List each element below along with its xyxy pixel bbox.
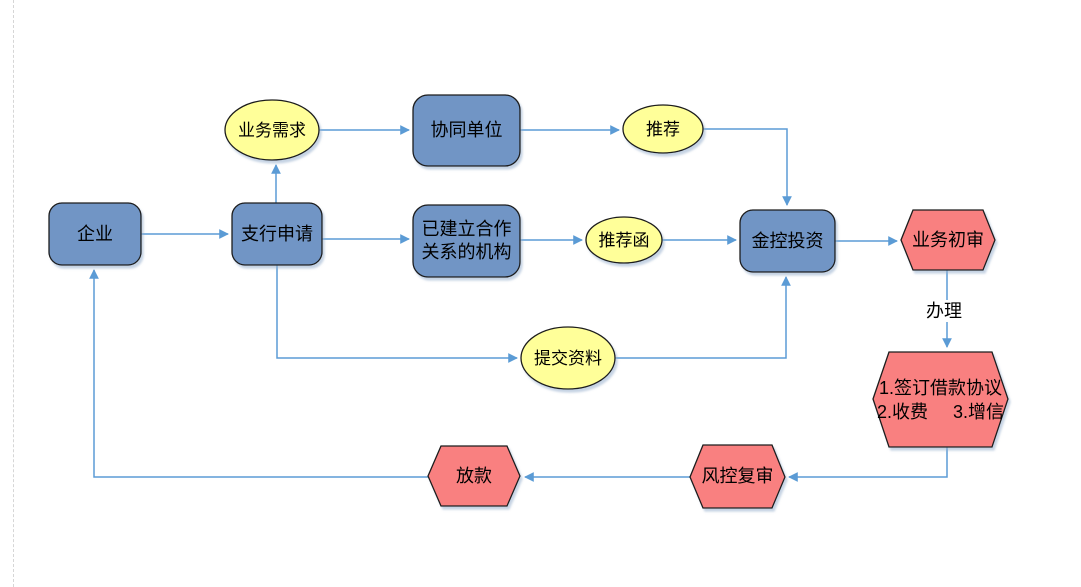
shapes [48,94,1009,509]
node-recommend-shape [622,104,704,154]
connector-sign-agreement-to-risk-review [788,447,948,482]
connector-loan-to-enterprise [89,269,428,478]
node-submit-materials-shape [520,326,616,390]
node-partner-institution-shape [412,204,521,278]
node-business-initial-review-shape [900,209,996,271]
node-business-demand-shape [224,99,320,161]
page-boundary-dashed-line [13,0,14,587]
node-collaborative-unit-shape [412,94,521,167]
node-recommend-letter-shape [585,216,663,264]
node-jinkong-investment-shape [739,209,836,273]
connector-branch-to-submit-materials [276,265,518,363]
node-risk-control-review-shape [689,444,786,509]
connectors [89,125,952,482]
node-sign-agreement-shape [872,351,1009,448]
node-enterprise-shape [48,202,142,266]
node-branch-application-shape [231,202,323,266]
connector-recommend-to-jinkong [703,128,792,206]
connector-submit-materials-to-jinkong [615,276,791,359]
node-loan-disbursement-shape [427,445,521,507]
